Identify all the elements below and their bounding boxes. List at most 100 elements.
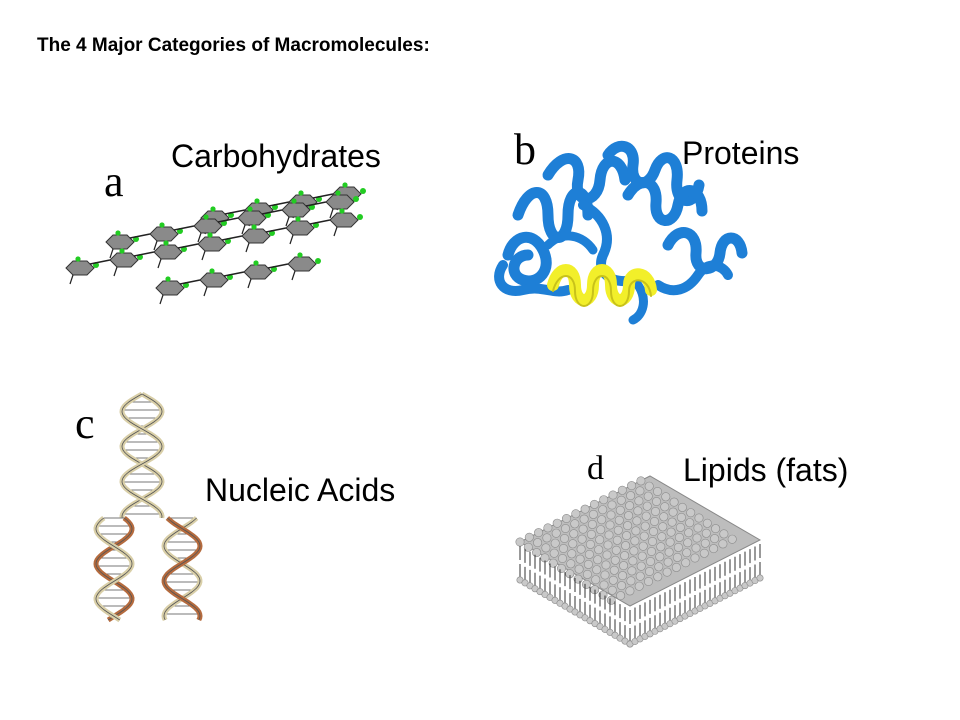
lipid-head [636,561,646,571]
glycosidic-bond [312,193,334,199]
lipid-head [660,502,670,512]
glycosidic-bond [173,225,195,231]
lipid-head [682,548,692,558]
lipid-head [634,496,644,506]
oxygen-atom [210,206,216,212]
lipid-head [578,524,588,534]
glycosidic-bond [305,201,327,207]
lipid-head [686,508,696,518]
panel-letter-c: c [75,399,95,448]
hydroxyl-bond [245,242,250,253]
glycosidic-bond [179,279,201,285]
lipid-head [654,562,664,572]
lipid-head [532,548,542,558]
oxygen-atom [339,208,345,214]
lipid-head [612,535,622,545]
lipid-head [557,554,567,564]
lipid-head [684,528,694,538]
label-nucleic-acids: Nucleic Acids [205,472,396,508]
lipid-head [605,520,615,530]
lipid-head [691,543,701,553]
sugar-ring [281,202,311,218]
lipid-head [669,497,679,507]
lipid-head [634,581,644,591]
lipid-head [675,522,685,532]
sugar-ring [237,210,267,226]
lipid-head [727,534,737,544]
label-lipids: Lipids (fats) [683,452,849,488]
glycosidic-bond [89,259,111,265]
lipid-head [598,505,608,515]
lipid-head [548,558,558,568]
lipid-head [626,491,636,501]
lipid-head [616,591,626,601]
sugar-ring [241,228,271,244]
lipid-head [541,543,551,553]
lipid-head [596,525,606,535]
lipid-head [622,531,632,541]
glycosidic-bond [223,271,245,277]
lipid-head [574,564,584,574]
lipid-head [556,564,566,574]
lipid-head [667,517,677,527]
oxygen-atom [119,248,125,254]
glycosidic-bond [217,217,239,223]
lipid-head [566,559,576,569]
loop-1 [494,260,573,297]
lipid-head [552,518,562,528]
lipid-head [672,552,682,562]
lipid-head [711,524,721,534]
glycosidic-bond [265,227,287,233]
lipid-head [637,551,647,561]
lipid-head [626,576,636,586]
sugar-ring [153,244,183,260]
lipid-head [628,556,638,566]
loop-2 [653,260,733,296]
lipid-head [606,595,616,605]
lipid-head [587,519,597,529]
sugar-ring [105,234,135,250]
lipid-head [576,544,586,554]
lipid-head [584,549,594,559]
lipid-head [663,557,673,567]
glycosidic-bond [221,235,243,241]
hydroxyl-bond [153,240,158,251]
yellow-helix [547,264,657,306]
lipid-head [542,533,552,543]
lipid-head [652,496,662,506]
oxygen-atom [159,222,165,228]
lipid-head [595,535,605,545]
lipid-head [656,542,666,552]
lipid-head [646,557,656,567]
lipid-head [533,538,543,548]
oxygen-atom [297,252,303,258]
lipid-head [658,522,668,532]
oxygen-atom [75,256,81,262]
dna-backbone-edge [163,517,201,621]
oxygen-atom [360,188,366,194]
yellow-helix-edge [552,275,652,307]
lipid-head [625,501,635,511]
lipid-head [662,567,672,577]
lipid-head [616,495,626,505]
lipid-head [550,538,560,548]
dna-backbone-edge [95,517,133,621]
lipid-head [645,567,655,577]
hydroxyl-bond [291,270,296,281]
helix-coil-5 [502,232,552,287]
lipid-head [756,574,764,582]
lipid-head [558,544,568,554]
lipid-head [632,516,642,526]
lipid-head [602,550,612,560]
lipid-head [607,500,617,510]
lipid-head [604,530,614,540]
sugar-ring [155,280,185,296]
sugar-ring [65,260,95,276]
protein-ribbon-illustration [494,140,748,325]
lipid-head [580,504,590,514]
sugar-ring [287,256,317,272]
hydroxyl-bond [333,226,338,237]
lipid-head [627,566,637,576]
hydroxyl-bond [329,208,334,219]
lipid-head [620,551,630,561]
